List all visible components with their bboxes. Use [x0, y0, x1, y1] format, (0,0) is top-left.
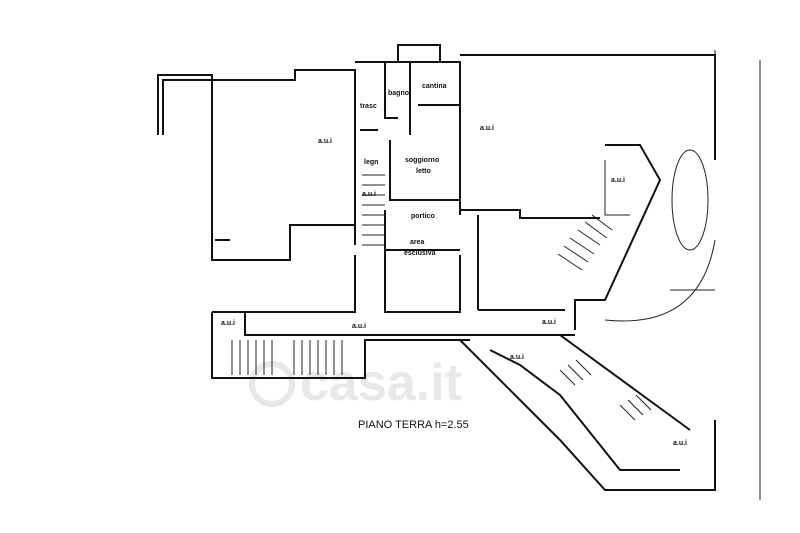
room-label: a.u.i	[318, 138, 332, 145]
room-label: a.u.i	[542, 319, 556, 326]
room-label: legn	[364, 159, 378, 166]
room-label: a.u.i	[480, 125, 494, 132]
watermark: casa.it	[300, 354, 462, 412]
room-labels: a.u.i a.u.i a.u.i a.u.i a.u.i a.u.i a.u.…	[221, 83, 687, 447]
room-label: soggiorno	[405, 157, 439, 164]
plan-title: PIANO TERRA h=2.55	[358, 419, 469, 431]
room-label: cantina	[422, 83, 447, 90]
room-label: a.u.i	[362, 191, 376, 198]
room-label: portico	[411, 213, 435, 220]
walls	[157, 44, 761, 500]
room-label: a.u.i	[611, 177, 625, 184]
room-label: bagno	[388, 90, 409, 97]
room-label: trasc	[360, 103, 377, 110]
stairs	[231, 174, 652, 421]
room-label: a.u.i	[510, 354, 524, 361]
room-label: a.u.i	[352, 323, 366, 330]
room-label: a.u.i	[221, 320, 235, 327]
room-label: area	[410, 239, 425, 246]
room-label: a.u.i	[673, 440, 687, 447]
room-label: letto	[416, 168, 431, 175]
room-label: esclusiva	[404, 250, 436, 257]
